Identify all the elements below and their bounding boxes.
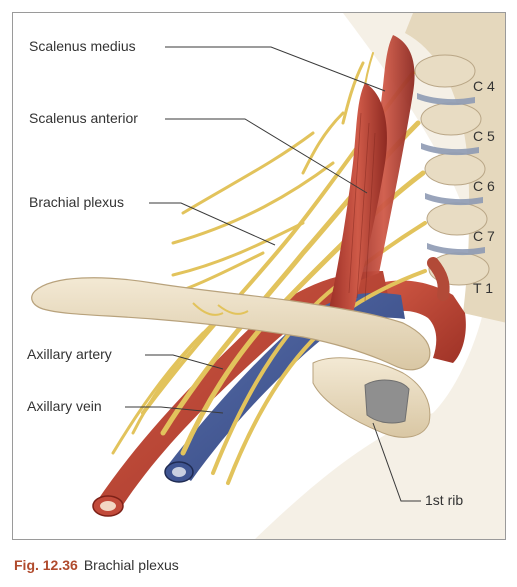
label-axillary-vein: Axillary vein	[27, 398, 102, 414]
label-first-rib: 1st rib	[425, 492, 463, 508]
figure-title: Brachial plexus	[83, 557, 179, 573]
label-axillary-artery: Axillary artery	[27, 346, 112, 362]
figure-number: Fig. 12.36	[14, 557, 78, 573]
label-scalenus-medius: Scalenus medius	[29, 38, 136, 54]
vertebral-column	[405, 13, 505, 323]
axillary-vein	[164, 292, 405, 483]
scalenus-anterior-muscle	[329, 83, 387, 313]
vertebra-label-c7: C 7	[473, 228, 495, 244]
figure-caption: Fig. 12.36 Brachial plexus	[14, 557, 179, 573]
anatomy-illustration: Scalenus medius Scalenus anterior Brachi…	[12, 12, 506, 540]
neck-background	[255, 13, 505, 539]
label-brachial-plexus: Brachial plexus	[29, 194, 124, 210]
leader-lines	[125, 46, 421, 502]
vertebra-label-c5: C 5	[473, 128, 495, 144]
clavicle	[31, 277, 431, 371]
vertebra-label-c6: C 6	[473, 178, 495, 194]
first-rib	[312, 357, 431, 438]
vertebra-label-t1: T 1	[473, 280, 493, 296]
label-scalenus-anterior: Scalenus anterior	[29, 110, 138, 126]
vertebra-label-c4: C 4	[473, 78, 495, 94]
rib-cartilage	[364, 379, 410, 424]
